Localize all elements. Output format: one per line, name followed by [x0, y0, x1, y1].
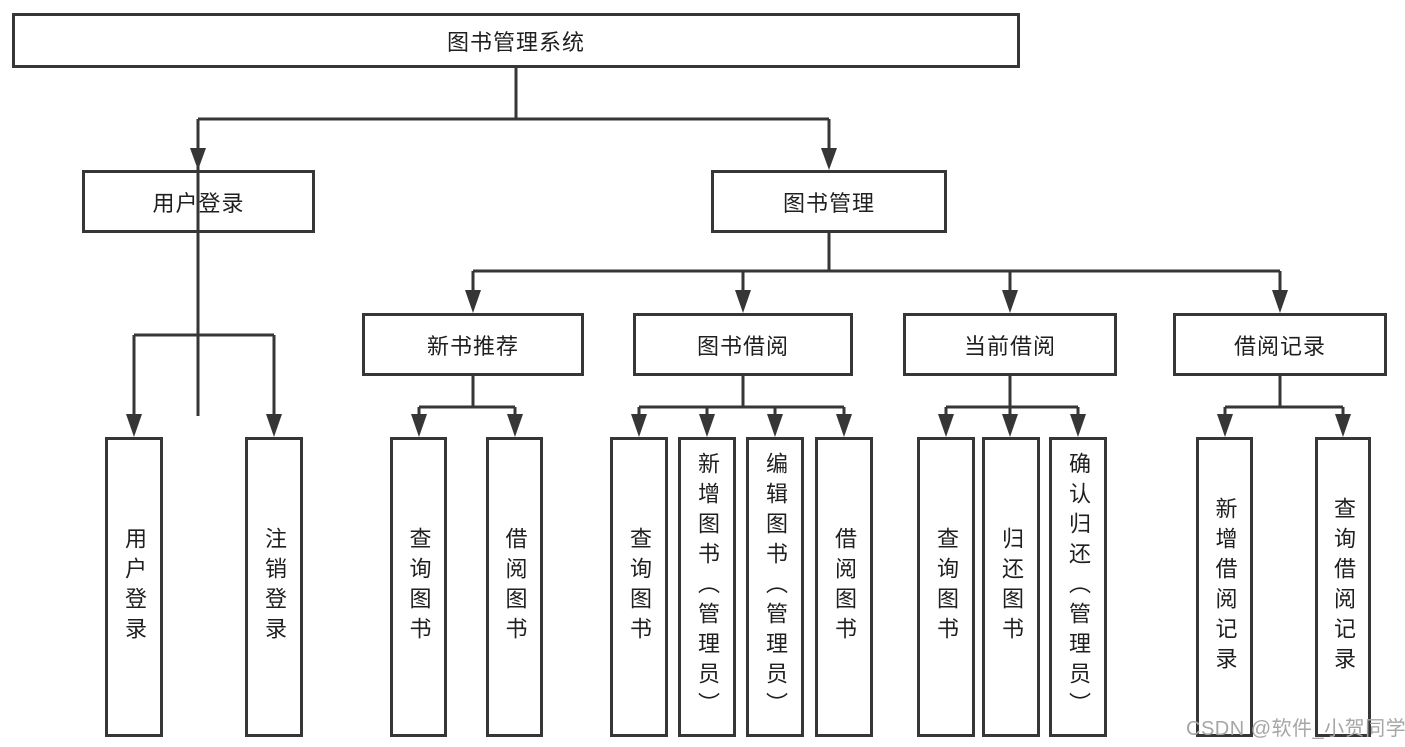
node-book-borrowing: 图书借阅: [633, 313, 853, 376]
node-borrowing-query-books: 查询图书: [610, 437, 668, 737]
node-user-login: 用户登录: [82, 170, 315, 233]
node-recommend-borrow-books: 借阅图书: [486, 437, 543, 737]
node-current-query-books: 查询图书: [917, 437, 975, 737]
connector-new-book-recommend: [411, 376, 523, 437]
connector-book-borrowing: [631, 376, 852, 437]
node-borrowing-records: 借阅记录: [1173, 313, 1387, 376]
node-borrowing-borrow-books: 借阅图书: [815, 437, 873, 737]
node-borrowing-edit-books: 编辑图书（管理员）: [746, 437, 804, 737]
node-recommend-query-books: 查询图书: [390, 437, 447, 737]
node-current-confirm-return: 确认归还（管理员）: [1049, 437, 1107, 737]
node-borrowing-add-books: 新增图书（管理员）: [678, 437, 736, 737]
node-records-query-record: 查询借阅记录: [1315, 437, 1371, 737]
connector-borrowing-records: [1217, 376, 1351, 437]
node-login: 用户登录: [105, 437, 163, 737]
node-book-management: 图书管理: [711, 170, 947, 233]
connector-current-borrowing: [938, 376, 1086, 437]
node-current-return-books: 归还图书: [982, 437, 1040, 737]
watermark: CSDN @软件_小贺同学: [1186, 718, 1405, 740]
connector-book-management: [465, 233, 1288, 313]
node-new-book-recommend: 新书推荐: [362, 313, 584, 376]
connector-user-login: [126, 233, 282, 437]
node-records-add-record: 新增借阅记录: [1196, 437, 1253, 737]
node-logout: 注销登录: [245, 437, 303, 737]
node-current-borrowing: 当前借阅: [903, 313, 1117, 376]
node-root: 图书管理系统: [12, 13, 1020, 68]
